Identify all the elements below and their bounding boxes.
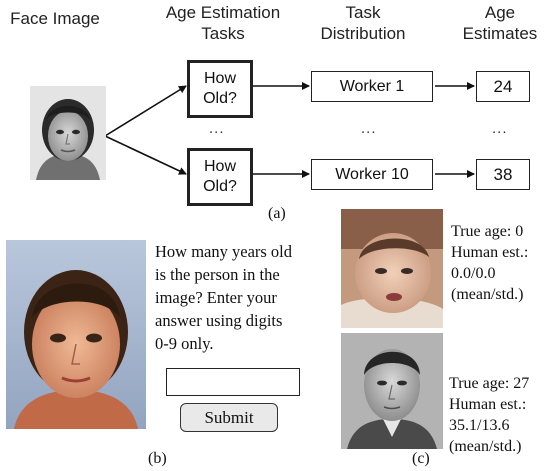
caption-b: (b)	[148, 450, 167, 467]
task-box-10: How Old?	[187, 148, 253, 206]
face-photo-child	[6, 240, 146, 429]
arrow-face-to-task-1	[104, 85, 187, 137]
task-box-1: How Old?	[187, 60, 253, 118]
example-man-text: True age: 27 Human est.: 35.1/13.6 (mean…	[449, 375, 530, 455]
submit-button[interactable]: Submit	[180, 403, 278, 432]
example-baby-text: True age: 0 Human est.: 0.0/0.0 (mean/st…	[451, 223, 529, 303]
header-age-estimates: Age Estimates	[462, 3, 538, 43]
estimate-box-10: 38	[476, 159, 530, 190]
ellipsis-tasks: ...	[209, 120, 225, 137]
face-photo-man	[341, 333, 443, 449]
flow-connectors	[104, 82, 475, 178]
age-input[interactable]	[166, 368, 300, 396]
face-photo-woman	[30, 86, 106, 180]
face-photo-baby	[341, 209, 443, 328]
ellipsis-estimates: ...	[492, 120, 508, 137]
caption-a: (a)	[268, 205, 286, 222]
header-task-distribution: Task Distribution	[320, 3, 406, 43]
arrow-face-to-task-10	[104, 135, 187, 175]
header-age-estimation-tasks: Age Estimation Tasks	[165, 3, 281, 43]
worker-box-1: Worker 1	[311, 71, 433, 102]
worker-box-10: Worker 10	[311, 159, 433, 190]
header-face-image: Face Image	[10, 9, 100, 28]
caption-c: (c)	[412, 450, 430, 467]
estimate-box-1: 24	[476, 71, 530, 102]
question-text: How many years old is the person in the …	[155, 242, 293, 353]
ellipsis-workers: ...	[361, 120, 377, 137]
